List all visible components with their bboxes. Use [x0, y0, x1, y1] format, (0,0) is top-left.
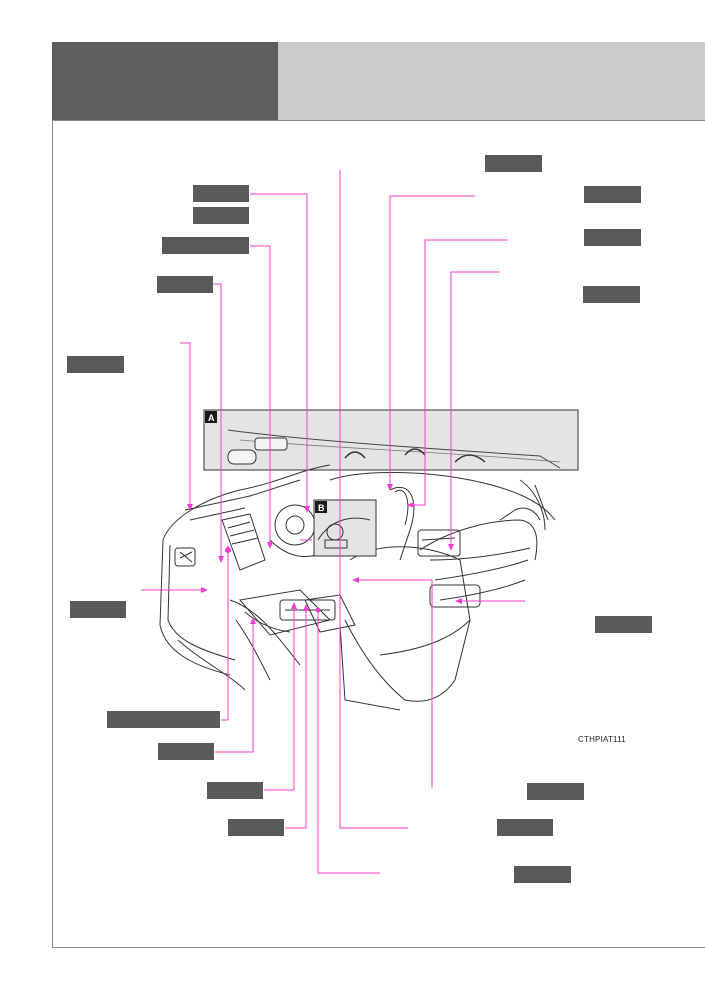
leader-line [180, 342, 191, 508]
callout-leader-lines [141, 170, 525, 874]
leader-line [250, 245, 271, 546]
inset-b-label: B [318, 503, 325, 513]
section-header-light-block [278, 42, 705, 120]
page-ref-tag [207, 782, 263, 799]
page-ref-tag [584, 186, 641, 203]
leader-line [215, 620, 254, 753]
leader-line [450, 271, 500, 548]
bottom-rule [52, 947, 705, 948]
header-divider [52, 120, 705, 121]
leader-line [389, 195, 475, 488]
leader-line [213, 283, 222, 560]
inset-a-ceiling: A [203, 409, 579, 471]
leader-line [285, 607, 307, 829]
page-ref-tag [193, 185, 249, 202]
section-header-dark-block [52, 42, 278, 120]
page-ref-tag [193, 207, 249, 224]
page-ref-tag [497, 819, 553, 836]
callout-markers [187, 484, 462, 624]
page-ref-tag [107, 711, 220, 728]
page-ref-tag [157, 276, 213, 293]
page-ref-tag [67, 356, 124, 373]
page-ref-tag [228, 819, 284, 836]
left-margin-rule [52, 120, 53, 948]
inset-a-label: A [208, 413, 215, 423]
page-ref-tag [584, 229, 641, 246]
leader-line [264, 605, 295, 791]
car-interior-outline [159, 464, 556, 711]
figure-code: CTHPIAT111 [578, 735, 626, 744]
page-ref-tag [527, 783, 584, 800]
page-ref-tag [70, 601, 126, 618]
leader-line [339, 170, 408, 829]
page-ref-tag [158, 743, 214, 760]
page-ref-tag [583, 286, 640, 303]
inset-b-console: B [313, 499, 377, 557]
inset-a-badge [205, 411, 217, 423]
page-ref-tag [514, 866, 571, 883]
page-ref-tag [595, 616, 652, 633]
inset-b-badge [315, 501, 327, 513]
page-ref-tag [485, 155, 542, 172]
page-ref-tag [162, 237, 249, 254]
leader-line [221, 548, 229, 721]
leader-line [250, 193, 308, 510]
leader-line [355, 579, 433, 788]
leader-line [410, 239, 508, 506]
leader-line [317, 610, 380, 874]
